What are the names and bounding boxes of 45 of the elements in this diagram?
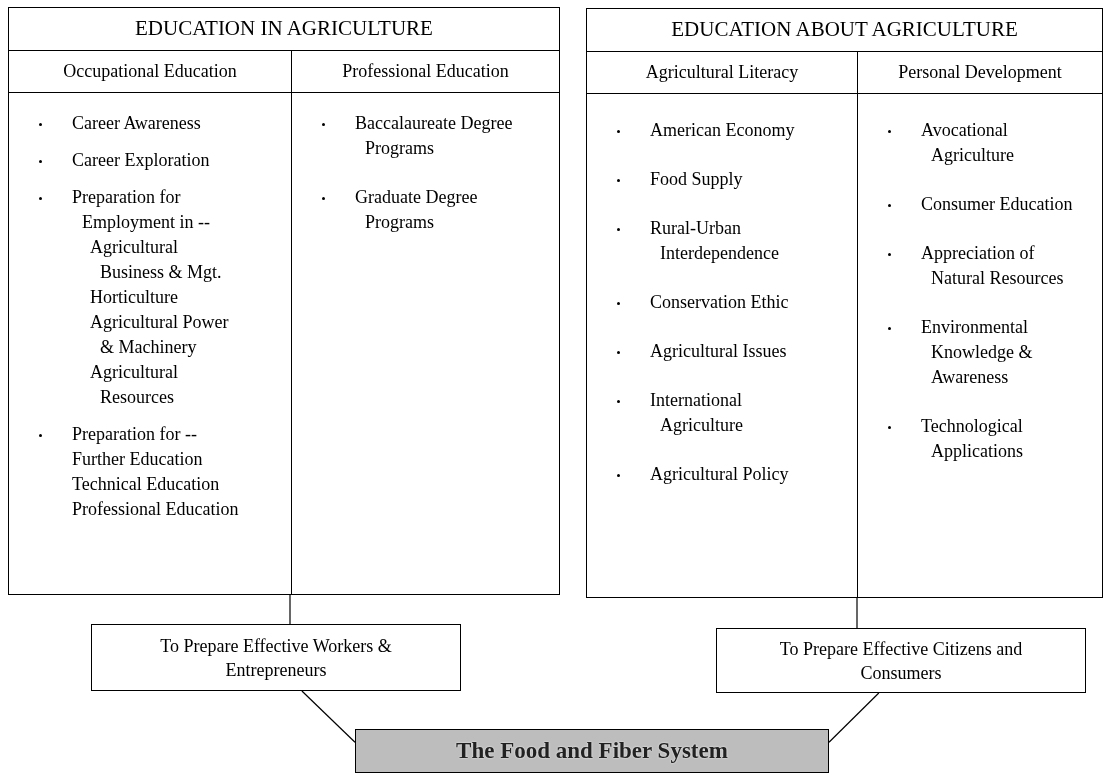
column-heading: Professional Education (292, 51, 559, 93)
connector-line (289, 594, 291, 625)
list-item: Career Awareness (72, 112, 201, 135)
list-item: Food Supply (650, 168, 743, 191)
connector-line (301, 690, 356, 743)
list-item: Consumer Education (921, 193, 1073, 216)
list-item: Baccalaureate Degree Programs (355, 112, 514, 160)
column-heading: Agricultural Literacy (587, 52, 857, 94)
list-item: American Economy (650, 119, 795, 142)
connector-line (828, 692, 880, 743)
list-item: Agricultural Power & Machinery (90, 311, 230, 359)
list-item: Career Exploration (72, 149, 210, 172)
list-item: Graduate Degree Programs (355, 186, 479, 234)
outcome-text: To Prepare Effective Citizens and Consumers (778, 637, 1024, 685)
list-item: Technological Applications (921, 415, 1024, 463)
list-item: Rural-Urban Interdependence (650, 217, 780, 265)
list-item: International Agriculture (650, 389, 744, 437)
column-heading: Personal Development (858, 52, 1102, 94)
outcome-box (91, 624, 461, 691)
table-column (587, 52, 858, 597)
connector-line (856, 597, 858, 629)
list-item: Agricultural Resources (90, 361, 179, 409)
list-item: Appreciation of Natural Resources (921, 242, 1065, 290)
category-box (8, 7, 560, 595)
list-item: Preparation for -- (72, 423, 197, 446)
list-item: Preparation for Employment in -- (72, 186, 211, 234)
list-item: Professional Education (72, 498, 239, 521)
list-item: Agricultural Business & Mgt. (90, 236, 223, 284)
list-item: Conservation Ethic (650, 291, 789, 314)
outcome-box (716, 628, 1086, 693)
list-item: Further Education (72, 448, 203, 471)
banner-title: The Food and Fiber System (456, 736, 728, 765)
list-item: Horticulture (90, 286, 178, 309)
list-item: Environmental Knowledge & Awareness (921, 316, 1034, 389)
list-item: Agricultural Policy (650, 463, 789, 486)
box-heading: EDUCATION ABOUT AGRICULTURE (587, 9, 1102, 52)
list-item: Technical Education (72, 473, 220, 496)
system-banner (355, 729, 829, 773)
column-heading: Occupational Education (9, 51, 291, 93)
list-item: Avocational Agriculture (921, 119, 1015, 167)
category-box (586, 8, 1103, 598)
list-item: Agricultural Issues (650, 340, 787, 363)
outcome-text: To Prepare Effective Workers & Entrepreneurs (159, 634, 393, 682)
box-heading: EDUCATION IN AGRICULTURE (9, 8, 559, 51)
table-column (9, 51, 292, 594)
